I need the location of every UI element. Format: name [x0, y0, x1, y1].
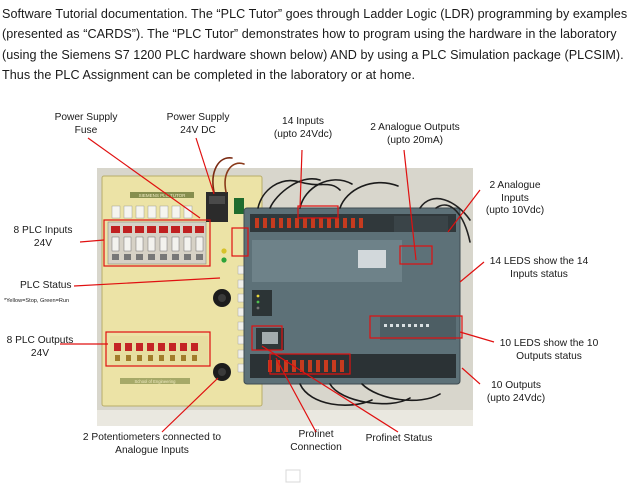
- status-led-green: [221, 257, 227, 263]
- box-analogue-outputs: [399, 245, 433, 265]
- label-analogue-outputs: 2 Analogue Outputs (upto 20mA): [370, 122, 460, 146]
- callout-lines: [60, 137, 495, 433]
- label-power-supply-fuse: Power Supply Fuse: [54, 112, 118, 136]
- label-10-leds: 10 LEDS show the 10 Outputs status: [499, 338, 599, 362]
- box-14-inputs: [297, 205, 339, 219]
- trainer-board: SIEMENS PLC TUTOR: [101, 175, 263, 407]
- line-profinet-status: [261, 345, 399, 433]
- line-potentiometers: [161, 377, 219, 433]
- line-profinet-connection: [275, 357, 317, 433]
- label-profinet-connection: Profinet Connection: [290, 429, 342, 453]
- label-power-supply-24v: Power Supply 24V DC: [166, 112, 230, 136]
- box-10-outputs: [269, 353, 351, 375]
- label-8-plc-outputs: 8 PLC Outputs 24V: [6, 335, 74, 359]
- box-power-supply: [231, 227, 249, 257]
- box-10-leds: [369, 315, 463, 339]
- label-14-inputs: 14 Inputs (upto 24Vdc): [273, 116, 333, 140]
- box-plc-outputs: [105, 331, 211, 367]
- line-10-leds: [459, 331, 495, 343]
- siemens-plc-unit: [243, 207, 461, 385]
- box-plc-inputs: [103, 219, 211, 267]
- board-footer: School of Engineering: [135, 379, 177, 384]
- intro-paragraph: Software Tutorial documentation. The “PL…: [2, 7, 628, 82]
- callout-boxes: [103, 205, 463, 375]
- line-analogue-outputs: [403, 149, 417, 261]
- image-placeholder-box: [285, 469, 301, 483]
- label-profinet-status: Profinet Status: [365, 433, 433, 444]
- line-8-plc-inputs: [79, 239, 105, 243]
- line-14-inputs: [299, 149, 303, 209]
- label-plc-status-note: *Yellow=Stop, Green=Run: [4, 298, 70, 304]
- status-led-yellow: [221, 248, 227, 254]
- label-10-outputs: 10 Outputs (upto 24Vdc): [486, 380, 546, 404]
- board-title: SIEMENS PLC TUTOR: [139, 193, 187, 198]
- input-switches: [107, 221, 207, 265]
- wires: [212, 157, 471, 406]
- line-plc-status: [73, 277, 221, 287]
- line-10-outputs: [461, 367, 481, 385]
- line-power-supply-fuse: [87, 137, 201, 219]
- box-profinet-port: [251, 325, 283, 351]
- output-leds: [110, 336, 208, 366]
- line-power-supply-24v: [195, 137, 215, 195]
- line-14-leds: [459, 261, 485, 283]
- plc-hardware-photo: SIEMENS PLC TUTOR: [60, 137, 495, 483]
- label-plc-status: PLC Status: [20, 280, 72, 291]
- label-8-plc-inputs: 8 PLC Inputs 24V: [13, 225, 73, 249]
- label-14-leds: 14 LEDS show the 14 Inputs status: [489, 256, 589, 280]
- line-analogue-inputs: [447, 189, 481, 233]
- label-potentiometers: 2 Potentiometers connected to Analogue I…: [82, 432, 222, 456]
- label-analogue-inputs: 2 Analogue Inputs (upto 10Vdc): [485, 180, 545, 217]
